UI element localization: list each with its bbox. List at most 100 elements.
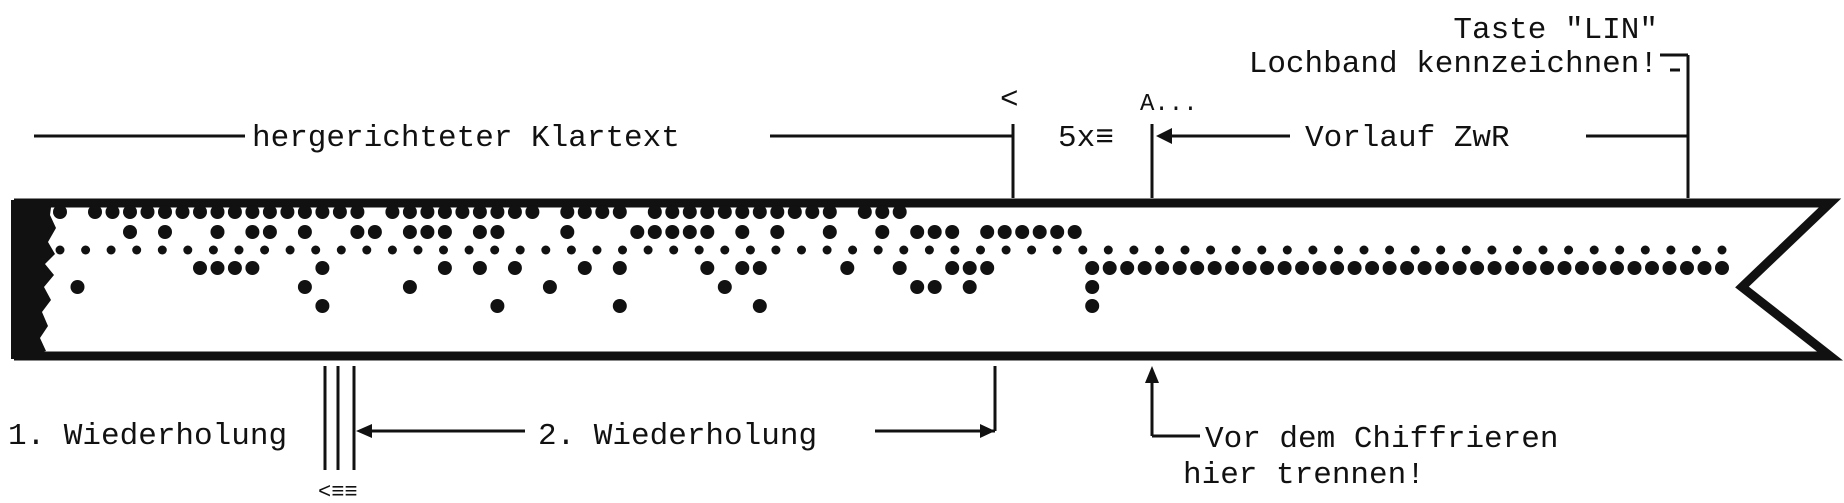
code-hole	[1155, 261, 1170, 275]
code-hole	[158, 225, 172, 239]
code-hole	[1120, 261, 1135, 275]
code-hole	[455, 205, 470, 219]
sprocket-hole	[1334, 245, 1343, 255]
code-hole	[980, 225, 995, 239]
code-hole	[1312, 261, 1327, 275]
sprocket-hole	[1640, 245, 1650, 255]
code-hole	[350, 205, 365, 219]
code-hole	[210, 261, 225, 275]
code-hole	[875, 205, 890, 219]
code-hole	[385, 205, 400, 219]
code-hole	[53, 205, 67, 219]
code-hole	[1680, 261, 1694, 275]
code-hole	[1365, 261, 1380, 275]
code-hole	[437, 261, 452, 275]
code-hole	[490, 205, 505, 219]
sprocket-hole	[950, 245, 960, 255]
code-hole	[1715, 261, 1729, 275]
code-hole	[612, 205, 627, 219]
code-hole	[490, 299, 505, 313]
sprocket-hole	[1257, 245, 1267, 255]
code-hole	[1662, 261, 1677, 275]
code-hole	[1085, 280, 1100, 294]
code-hole	[1050, 225, 1065, 239]
sprocket-hole	[1410, 245, 1420, 255]
code-hole	[315, 205, 330, 219]
sprocket-hole	[1027, 245, 1037, 255]
code-hole	[735, 205, 750, 219]
code-hole	[105, 205, 120, 219]
code-hole	[1452, 261, 1467, 275]
code-hole	[945, 225, 960, 239]
sprocket-hole	[592, 245, 602, 255]
sprocket-hole	[208, 245, 218, 255]
leader-arrow	[1156, 128, 1172, 144]
sprocket-hole	[745, 245, 755, 255]
code-hole	[140, 205, 155, 219]
code-hole	[193, 205, 207, 219]
code-hole	[245, 261, 260, 275]
sprocket-hole	[1078, 245, 1088, 255]
code-hole	[1137, 261, 1152, 275]
code-hole	[1295, 261, 1310, 275]
code-hole	[1225, 261, 1240, 275]
code-hole	[752, 205, 767, 219]
tape-holes	[53, 205, 1729, 313]
sprocket-hole	[1359, 245, 1369, 255]
code-hole	[245, 205, 260, 219]
code-hole	[297, 225, 312, 239]
code-hole	[402, 280, 417, 294]
code-hole	[682, 205, 697, 219]
code-hole	[1172, 261, 1187, 275]
code-hole	[1487, 261, 1502, 275]
code-hole	[752, 299, 767, 313]
top-leader-lines	[34, 53, 1690, 198]
sprocket-hole	[1385, 245, 1395, 255]
code-hole	[1207, 261, 1222, 275]
code-hole	[910, 225, 925, 239]
repeat-2-label: 2. Wiederholung	[538, 419, 817, 454]
code-hole	[892, 261, 907, 275]
sprocket-hole	[924, 245, 934, 255]
code-hole	[962, 261, 977, 275]
code-hole	[210, 225, 225, 239]
code-hole	[542, 280, 557, 294]
sprocket-hole	[1589, 245, 1599, 255]
sprocket-hole	[1308, 245, 1318, 255]
code-hole	[1470, 261, 1485, 275]
code-hole	[1085, 299, 1100, 313]
code-hole	[227, 205, 242, 219]
code-hole	[420, 225, 435, 239]
code-hole	[507, 205, 522, 219]
code-hole	[367, 225, 382, 239]
code-hole	[700, 261, 715, 275]
sprocket-hole	[1512, 245, 1522, 255]
sprocket-hole	[1538, 245, 1548, 255]
sprocket-hole	[1691, 245, 1701, 255]
sprocket-hole	[771, 245, 781, 255]
sprocket-hole	[1206, 245, 1216, 255]
code-hole	[927, 280, 942, 294]
code-hole	[123, 225, 137, 239]
code-hole	[1697, 261, 1712, 275]
code-hole	[770, 205, 785, 219]
sprocket-hole	[720, 245, 730, 255]
code-hole	[840, 261, 855, 275]
code-hole	[612, 299, 627, 313]
code-hole	[630, 225, 645, 239]
code-hole	[1610, 261, 1624, 275]
code-hole	[1085, 261, 1100, 275]
sprocket-hole	[55, 245, 65, 255]
taste-lin-label: Taste "LIN"	[1453, 13, 1658, 48]
code-hole	[997, 225, 1012, 239]
code-hole	[332, 205, 347, 219]
sprocket-hole	[1001, 245, 1011, 255]
mark-tape-label: Lochband kennzeichnen!	[1249, 47, 1658, 82]
plaintext-label: hergerichteter Klartext	[252, 121, 680, 156]
code-hole	[1645, 261, 1659, 275]
code-hole	[262, 225, 277, 239]
code-hole	[1417, 261, 1432, 275]
code-hole	[525, 205, 540, 219]
code-hole	[560, 205, 575, 219]
